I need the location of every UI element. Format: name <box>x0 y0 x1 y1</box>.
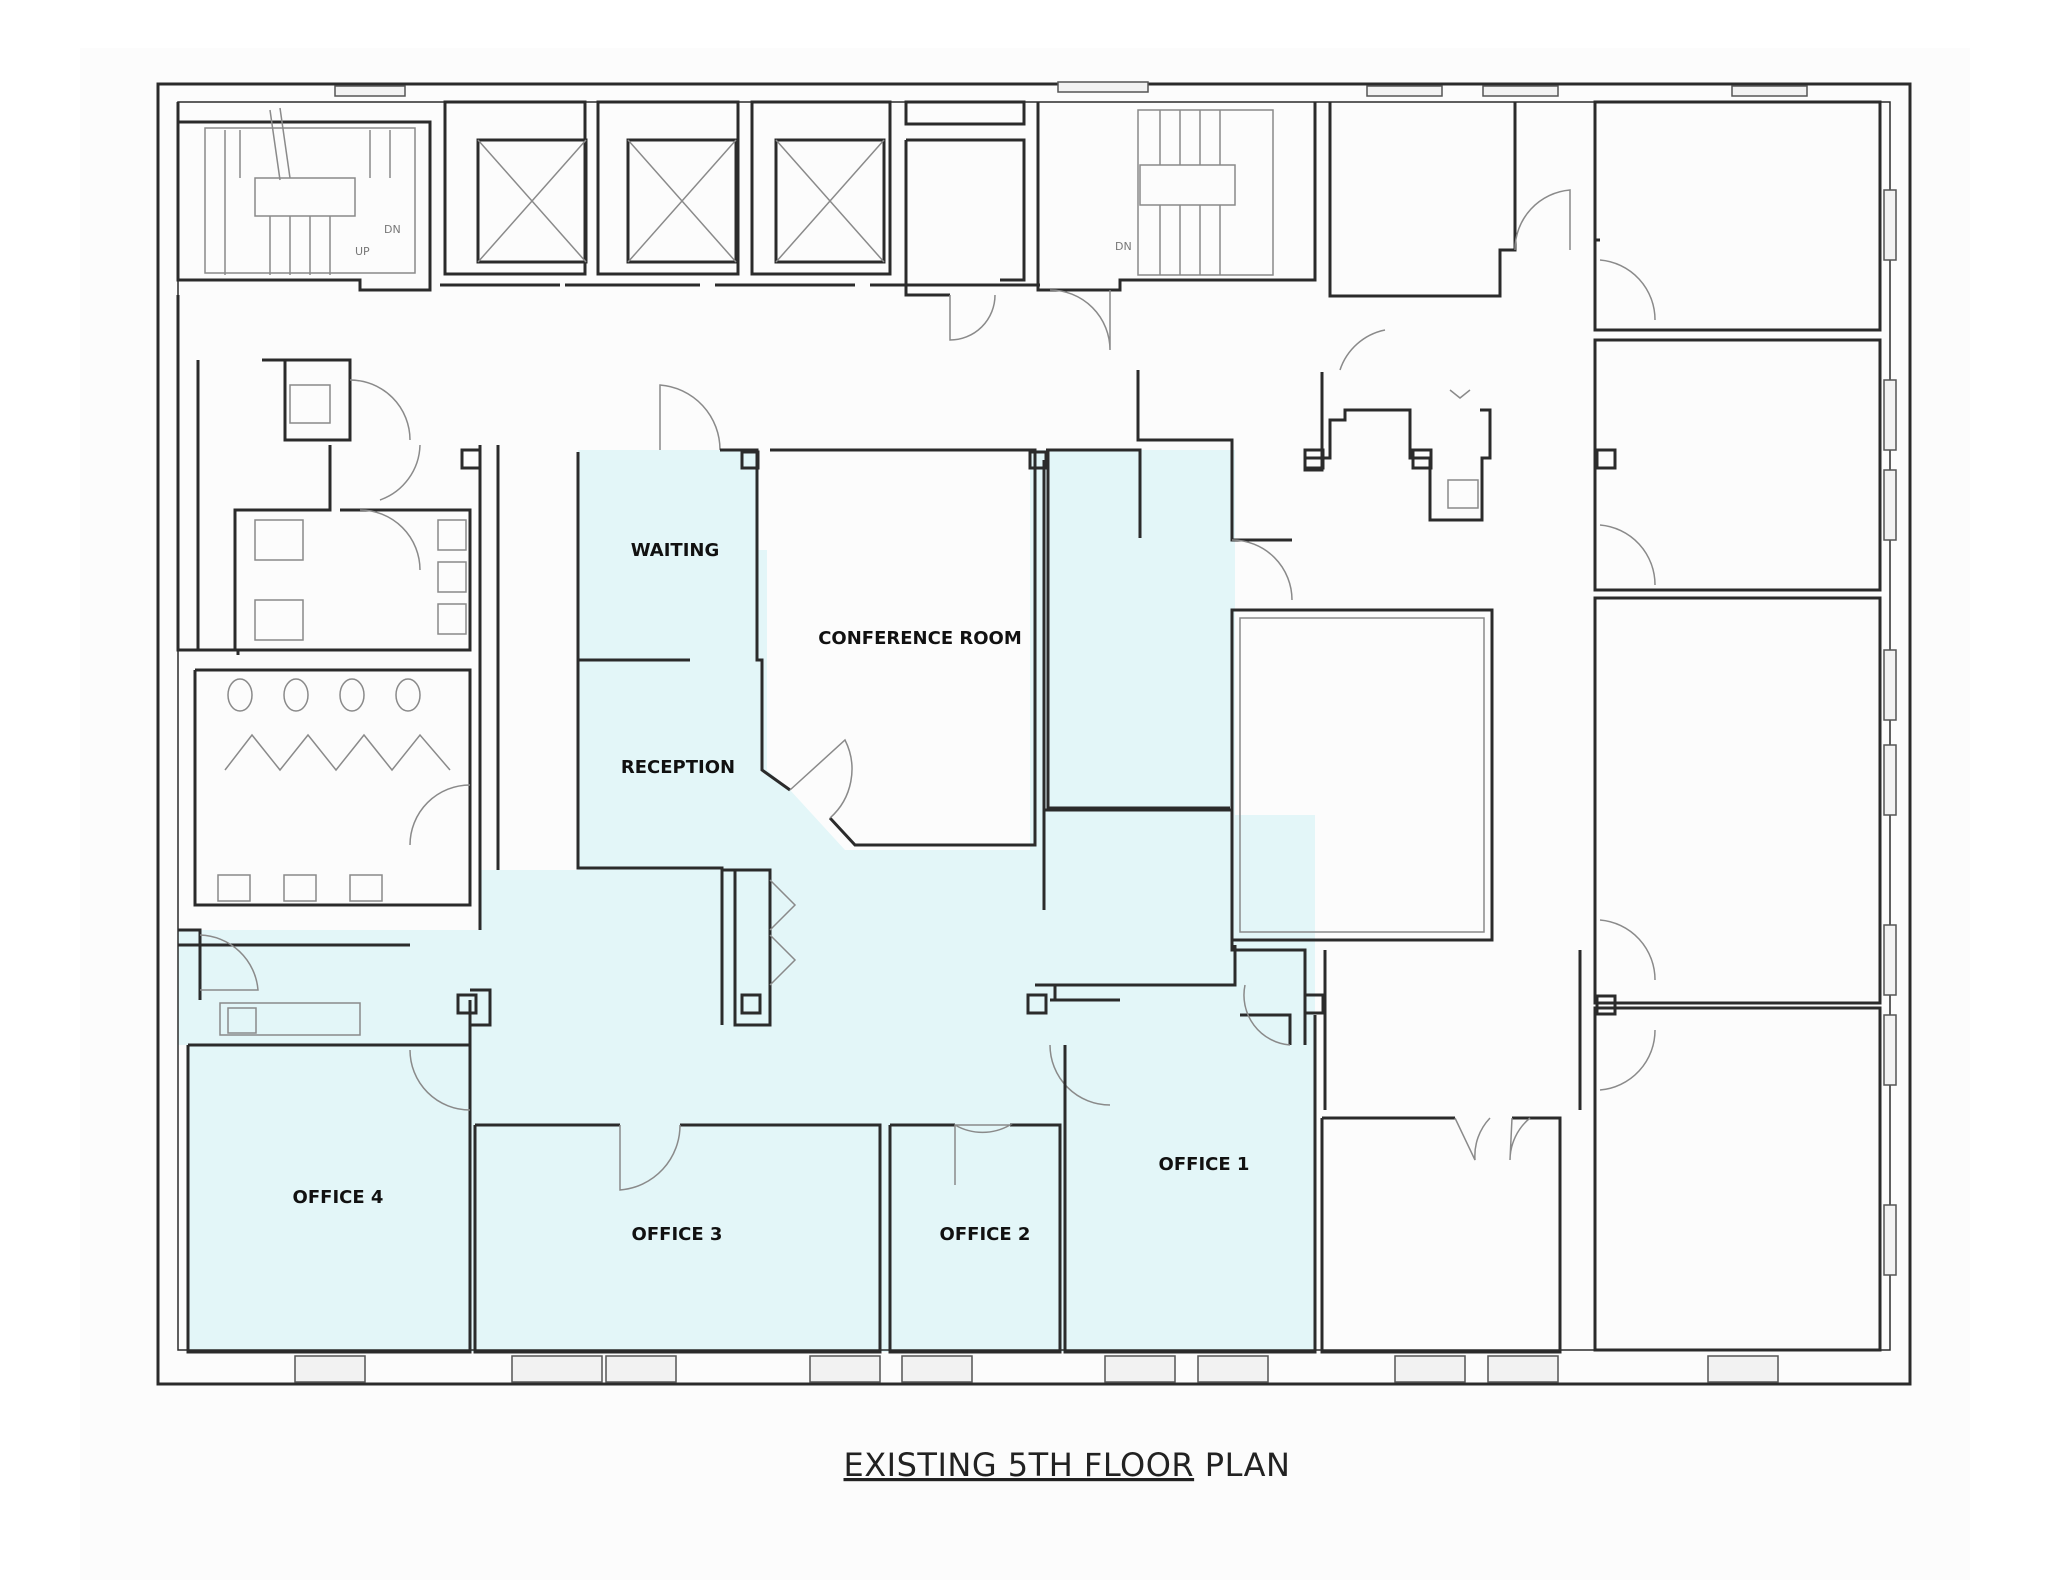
northeast-rooms <box>1328 100 1882 1352</box>
central-east-core <box>1136 329 1494 942</box>
label-waiting: WAITING <box>631 540 720 561</box>
label-reception: RECEPTION <box>621 757 735 778</box>
south-windows <box>294 1355 1779 1383</box>
plan-title-rest: PLAN <box>1194 1446 1290 1484</box>
stair-left-up-mark: UP <box>355 245 370 258</box>
building-shell <box>156 82 1912 1386</box>
office-walls <box>178 928 1582 1354</box>
plan-title: EXISTING 5TH FLOOR PLAN <box>844 1446 1291 1484</box>
elevator-bank <box>440 100 1040 341</box>
label-conference-room: CONFERENCE ROOM <box>818 628 1022 649</box>
label-office-3: OFFICE 3 <box>632 1224 723 1245</box>
east-windows <box>1883 189 1897 1276</box>
label-office-2: OFFICE 2 <box>940 1224 1031 1245</box>
north-windows <box>334 81 1808 97</box>
stair-left-dn-mark: DN <box>384 223 401 236</box>
label-office-1: OFFICE 1 <box>1159 1154 1250 1175</box>
plan-title-underlined: EXISTING 5TH FLOOR <box>844 1446 1195 1484</box>
label-office-4: OFFICE 4 <box>293 1187 384 1208</box>
restroom-core <box>176 295 500 930</box>
room-labels: WAITING CONFERENCE ROOM RECEPTION OFFICE… <box>293 540 1250 1245</box>
suite-walls <box>576 384 1307 1045</box>
stair-markings: DN UP DN <box>355 223 1132 258</box>
stair-right-dn-mark: DN <box>1115 240 1132 253</box>
stair-left <box>176 102 432 292</box>
stair-right <box>1036 102 1317 351</box>
